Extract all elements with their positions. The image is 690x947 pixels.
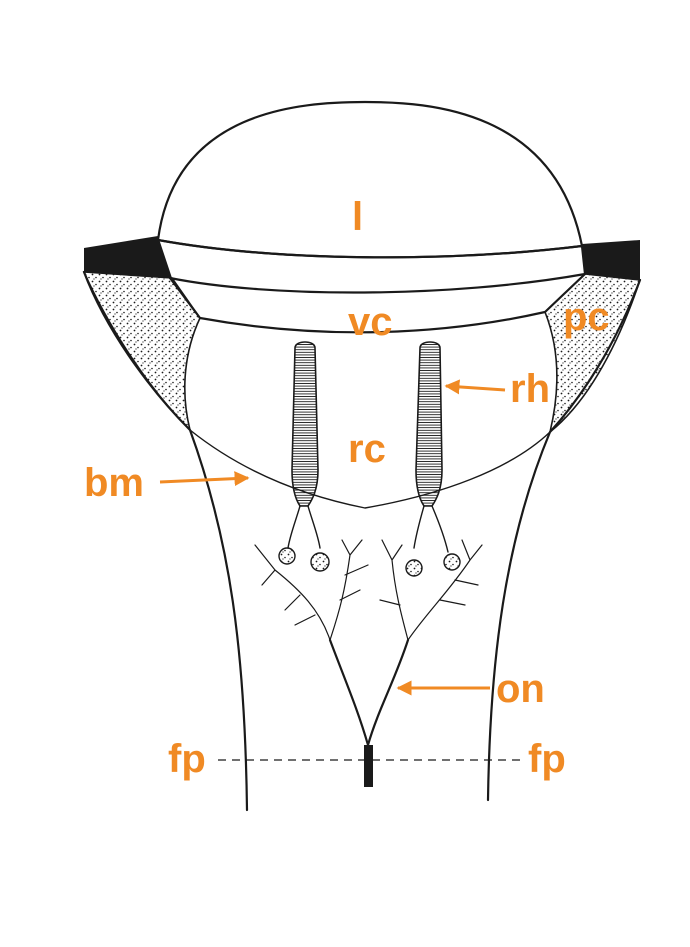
rhabdom-right-ending-a bbox=[405, 559, 423, 577]
pigment-cell-right bbox=[544, 273, 642, 435]
label-l: l bbox=[352, 195, 363, 239]
lens bbox=[156, 100, 584, 259]
rhabdom-right-ending-b bbox=[443, 553, 461, 571]
rh-arrow bbox=[444, 379, 506, 395]
rhabdom-left-ending-a bbox=[278, 547, 296, 565]
label-rh: rh bbox=[510, 367, 550, 411]
cornea-left bbox=[84, 236, 172, 278]
rhabdom-right-stem bbox=[413, 505, 449, 553]
rhabdom-left-ending-b bbox=[310, 552, 330, 572]
rhabdom-right bbox=[415, 341, 443, 507]
label-fp-left: fp bbox=[168, 737, 206, 781]
optic-nerve-trunk bbox=[364, 745, 373, 787]
optic-nerve bbox=[328, 638, 410, 747]
pigment-cell-left bbox=[82, 271, 201, 433]
outline-right bbox=[486, 278, 642, 802]
basement-membrane bbox=[189, 429, 551, 509]
label-vc: vc bbox=[348, 300, 393, 344]
nerve-branches-right bbox=[379, 539, 483, 641]
label-on: on bbox=[496, 667, 545, 711]
outline-left bbox=[82, 270, 249, 812]
vc-band bbox=[168, 272, 587, 334]
bm-arrow bbox=[159, 471, 250, 487]
label-bm: bm bbox=[84, 461, 144, 505]
cornea-right bbox=[582, 240, 640, 280]
label-rc: rc bbox=[348, 427, 386, 471]
rhabdom-left bbox=[291, 341, 319, 507]
nerve-branches-left bbox=[254, 539, 369, 641]
lens-lower-band bbox=[156, 238, 587, 294]
rhabdom-left-stem bbox=[287, 505, 321, 549]
label-fp-right: fp bbox=[528, 737, 566, 781]
label-pc: pc bbox=[563, 295, 610, 339]
